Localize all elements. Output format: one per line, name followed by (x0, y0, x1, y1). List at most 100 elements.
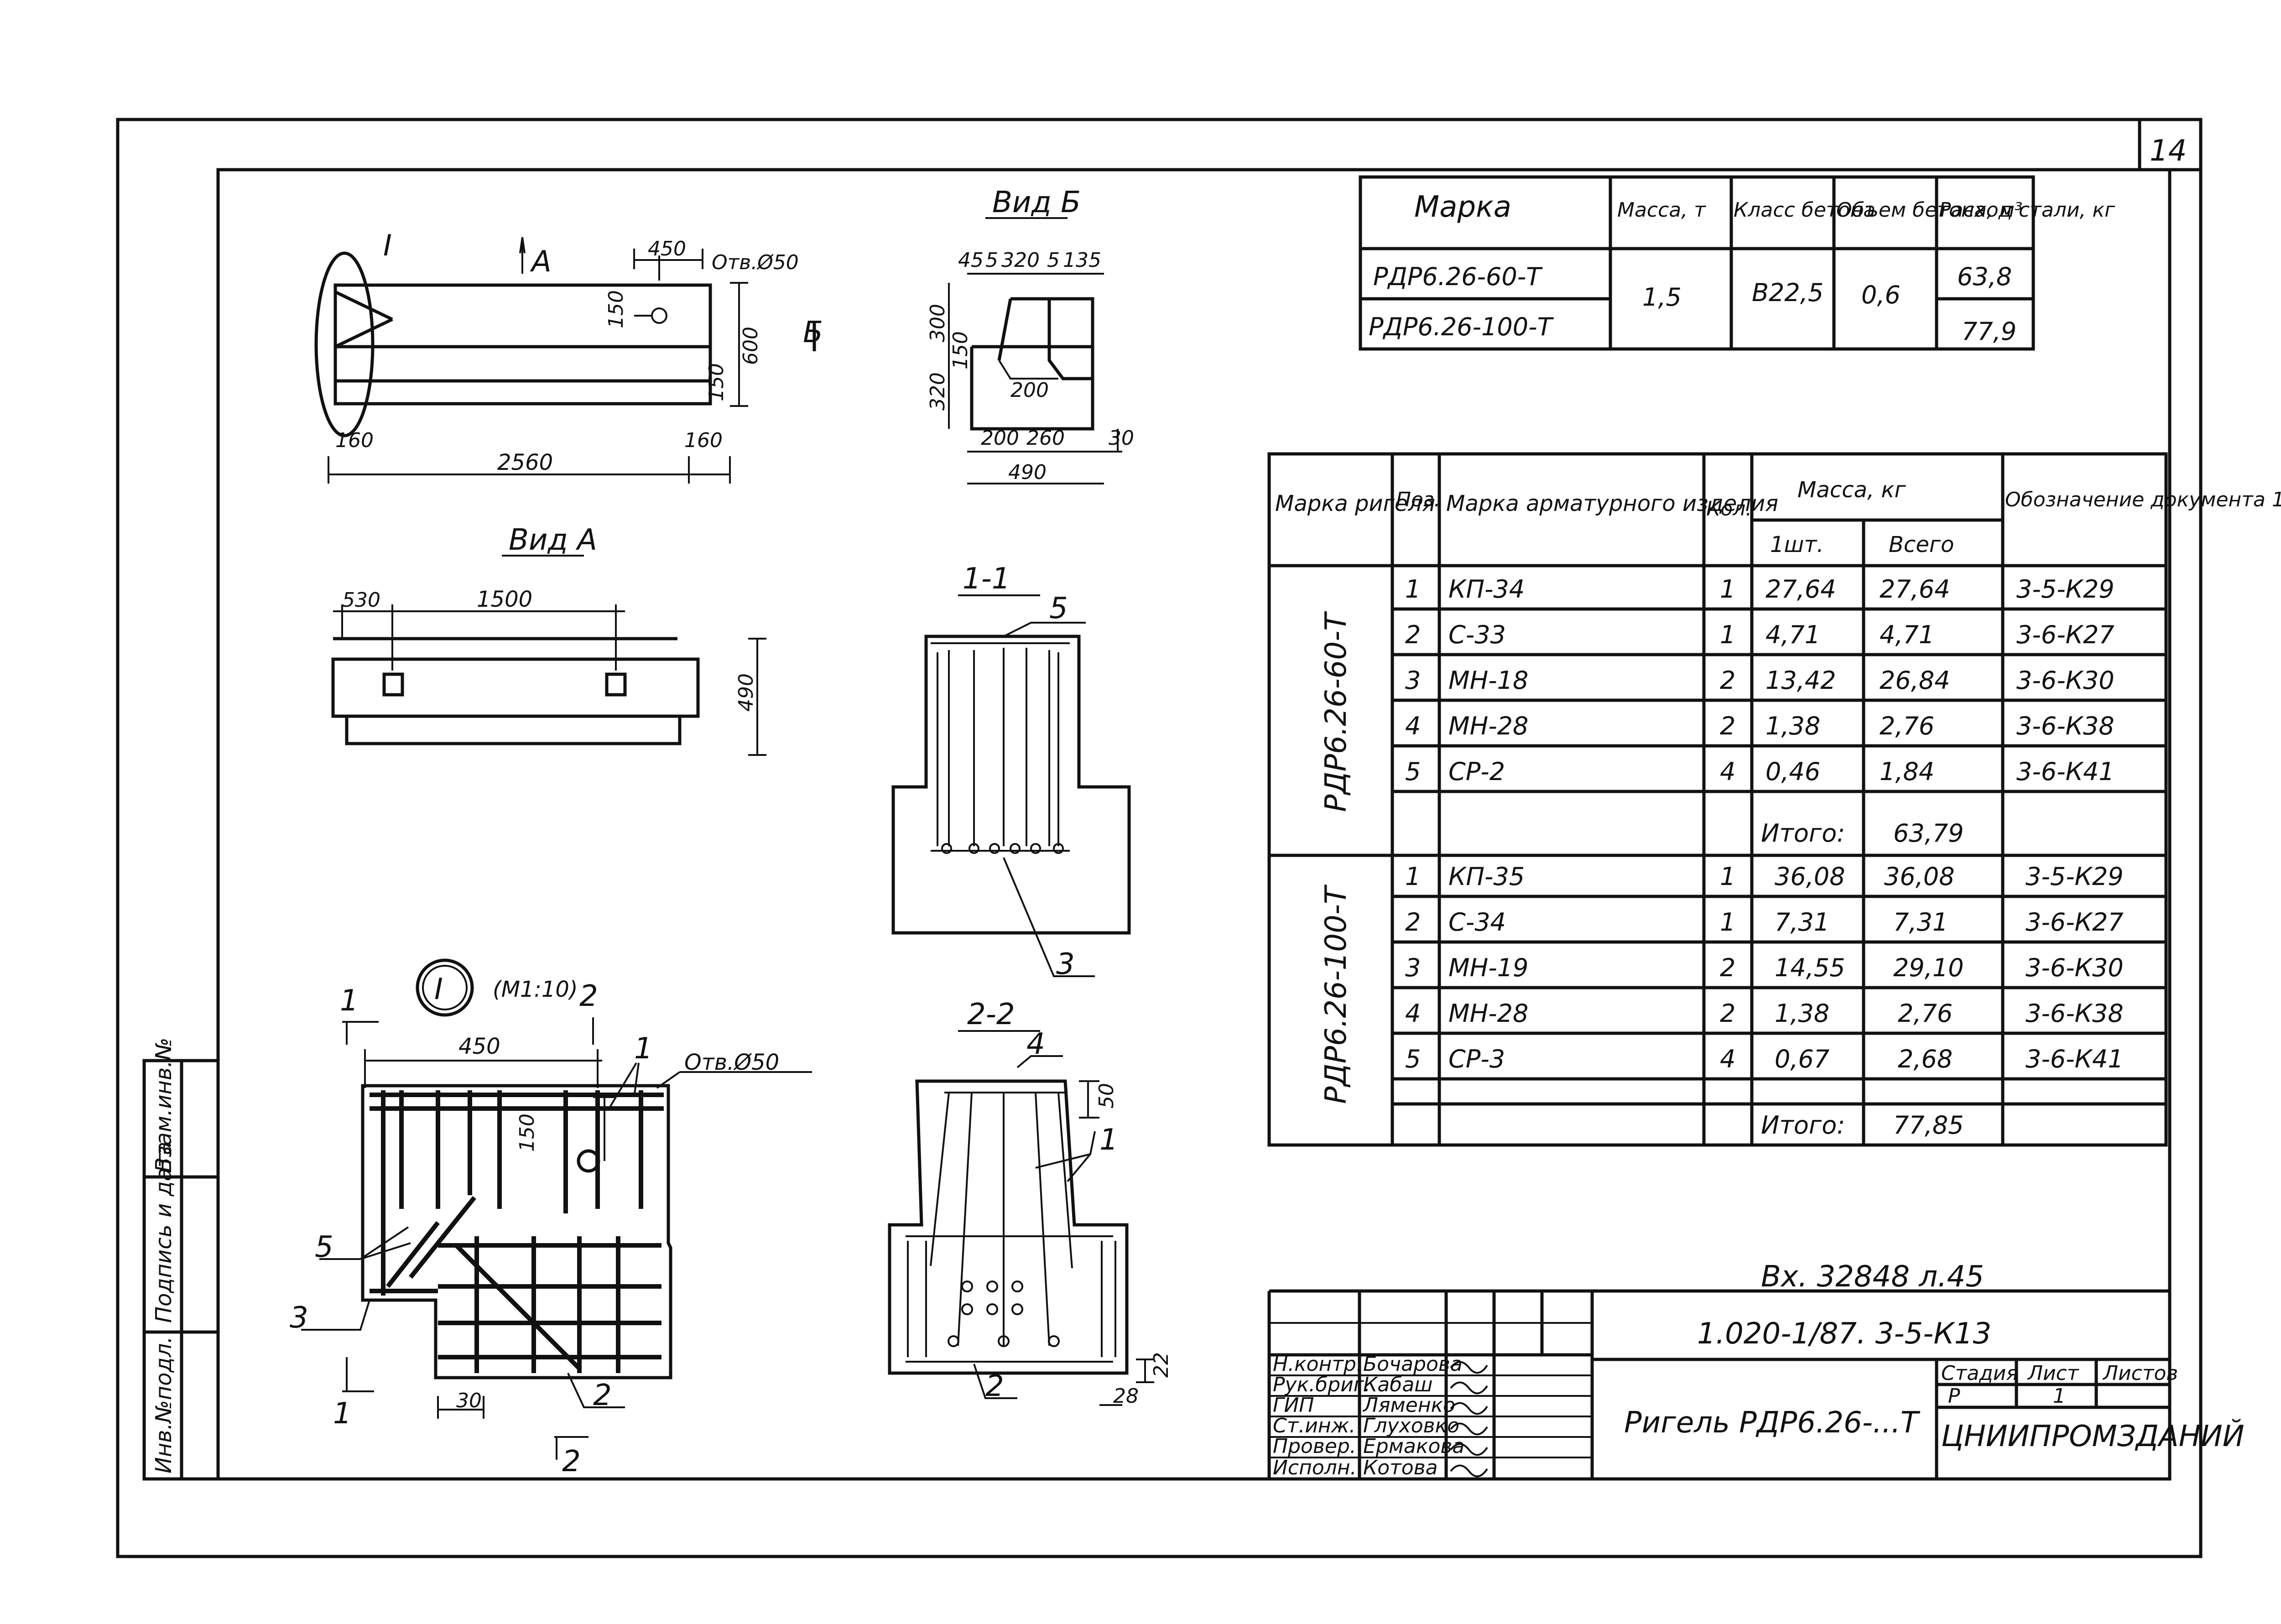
pos-cell: 3 (1405, 666, 1421, 695)
title-role-2: Рук.бриг. (1273, 1373, 1370, 1396)
title-name-3: Ляменко (1362, 1394, 1455, 1417)
steel-group1-row5: 5 СР-2 4 0,46 1,84 3-6-К41 (1405, 757, 2114, 786)
steel-table: Марка ригеля Поз. Марка арматурного изде… (1267, 452, 2281, 1147)
title-role-1: Н.контр. (1273, 1353, 1363, 1376)
document-cell: 3-5-К29 (2026, 862, 2124, 891)
product-cell: КП-34 (1448, 575, 1525, 604)
section-2-2-dim-50: 50 (1095, 1083, 1118, 1109)
title-role-4: Ст.инж. (1273, 1414, 1355, 1437)
unit-mass-cell: 0,46 (1765, 757, 1820, 786)
document-cell: 3-6-К41 (2016, 757, 2114, 786)
steel-group2-total: 77,85 (1893, 1111, 1964, 1140)
steel-group2-total-label: Итого: (1761, 1111, 1845, 1140)
detail-i-callout-3: 3 (290, 1301, 308, 1335)
steel-group2-row4: 4 МН-28 2 1,38 2,76 3-6-К38 (1405, 999, 2124, 1028)
section-2-2-callout-2: 2 (985, 1369, 1004, 1403)
concrete-volume: 0,6 (1861, 281, 1901, 309)
total-mass-cell: 2,76 (1880, 712, 1934, 740)
view-b-dim-200: 200 (981, 427, 1019, 450)
document-cell: 3-6-К30 (2026, 953, 2124, 982)
document-cell: 3-6-К30 (2016, 666, 2114, 695)
concrete-header-class: Класс бетона (1734, 198, 1875, 222)
view-a-title: Вид А (509, 523, 597, 557)
section-2-2-callout-4: 4 (1026, 1027, 1045, 1061)
unit-mass-cell: 36,08 (1775, 862, 1845, 891)
steel-group1-row3: 3 МН-18 2 13,42 26,84 3-6-К30 (1405, 666, 2114, 695)
count-cell: 1 (1720, 575, 1735, 604)
view-b-dim-30: 30 (1109, 427, 1134, 450)
unit-mass-cell: 1,38 (1765, 712, 1820, 740)
sheet-frame: 14 (116, 118, 2203, 1558)
document-cell: 3-6-К27 (2026, 908, 2124, 937)
steel-group2-row3: 3 МН-19 2 14,55 29,10 3-6-К30 (1405, 953, 2124, 982)
count-cell: 2 (1720, 999, 1735, 1028)
pos-cell: 2 (1405, 908, 1421, 937)
pos-cell: 1 (1405, 862, 1421, 891)
plan-dim-450: 450 (648, 237, 686, 260)
pos-cell: 4 (1405, 999, 1421, 1028)
pos-cell: 5 (1405, 757, 1421, 786)
unit-mass-cell: 1,38 (1775, 999, 1829, 1028)
title-sheet-header: Лист (2027, 1362, 2079, 1385)
title-stage-header: Стадия (1941, 1362, 2018, 1385)
pos-cell: 2 (1405, 620, 1421, 649)
section-1-1-title: 1-1 (963, 562, 1010, 596)
plan-hole-label: Отв.Ø50 (712, 251, 799, 274)
product-cell: МН-28 (1448, 999, 1528, 1028)
detail-i-dim-150: 150 (516, 1114, 539, 1152)
steel-group1-mark: РДР6.26-60-Т (1319, 611, 1353, 812)
total-mass-cell: 29,10 (1893, 953, 1964, 982)
total-mass-cell: 2,76 (1898, 999, 1953, 1028)
count-cell: 1 (1720, 862, 1735, 891)
detail-i-dim-30: 30 (456, 1389, 482, 1412)
concrete-header-mark: Марка (1414, 190, 1511, 224)
detail-i: I (М1:10) Отв.Ø50 1 2 1 5 3 2 1 2 450 15… (290, 958, 812, 1478)
count-cell: 2 (1720, 953, 1735, 982)
total-mass-cell: 4,71 (1880, 620, 1934, 649)
section-2-2-callout-1: 1 (1099, 1123, 1118, 1157)
steel-group1-total: 63,79 (1893, 819, 1964, 848)
title-document-code: 1.020-1/87. 3-5-К13 (1697, 1317, 1991, 1351)
section-1-1: 1-1 5 3 (891, 562, 1131, 981)
section-2-2-title: 2-2 (967, 998, 1015, 1031)
concrete-table: Марка Масса, т Класс бетона Объем бетона… (1359, 175, 2115, 351)
total-mass-cell: 36,08 (1884, 862, 1955, 891)
steel-group2-row2: 2 С-34 1 7,31 7,31 3-6-К27 (1405, 908, 2124, 937)
product-cell: СР-3 (1448, 1045, 1505, 1073)
view-b: Вид Б 45 5 320 5 135 300 150 320 200 260… (926, 186, 1134, 484)
view-b-dim-490: 490 (1008, 461, 1047, 484)
product-cell: С-34 (1448, 908, 1506, 937)
plan-dim-160-right: 160 (684, 429, 723, 452)
pos-cell: 4 (1405, 712, 1421, 740)
detail-i-dim-450: 450 (458, 1034, 500, 1059)
plan-dim-600: 600 (739, 327, 762, 365)
unit-mass-cell: 4,71 (1765, 620, 1820, 649)
steel-header-mass: Масса, кг (1797, 477, 1906, 503)
steel-group1-row4: 4 МН-28 2 1,38 2,76 3-6-К38 (1405, 712, 2114, 740)
plan-view-arrow-label: A (530, 245, 552, 279)
title-name-4: Глуховко (1363, 1414, 1459, 1437)
view-b-dim-320-left: 320 (926, 372, 949, 411)
view-a-dim-490: 490 (734, 673, 758, 712)
detail-i-hole-label: Отв.Ø50 (684, 1050, 779, 1075)
detail-i-callout-1-top: 1 (634, 1032, 653, 1066)
section-2-2-bars (948, 1280, 1060, 1347)
document-cell: 3-6-К27 (2016, 620, 2114, 649)
steel-group1-row1: 1 КП-34 1 27,64 27,64 3-5-К29 (1405, 575, 2114, 604)
detail-i-callout-1-bottom: 1 (333, 1397, 352, 1431)
section-1-1-bottom-bars (941, 843, 1064, 854)
concrete-header-mass: Масса, т (1617, 198, 1706, 222)
concrete-mass: 1,5 (1642, 283, 1682, 312)
plan-view: I A Б Отв.Ø50 450 150 600 150 160 160 25… (314, 229, 823, 484)
detail-i-callout-5: 5 (315, 1230, 333, 1264)
view-b-title: Вид Б (992, 186, 1081, 219)
steel-header-girder: Марка ригеля (1275, 491, 1435, 516)
steel-header-pos: Поз. (1396, 488, 1440, 511)
total-mass-cell: 27,64 (1880, 575, 1950, 604)
concrete-header-steel: Расход стали, кг (1939, 198, 2115, 222)
view-b-dim-5a: 5 (985, 249, 998, 272)
product-cell: МН-18 (1448, 666, 1528, 695)
count-cell: 2 (1720, 712, 1735, 740)
title-role-5: Провер. (1273, 1435, 1356, 1458)
